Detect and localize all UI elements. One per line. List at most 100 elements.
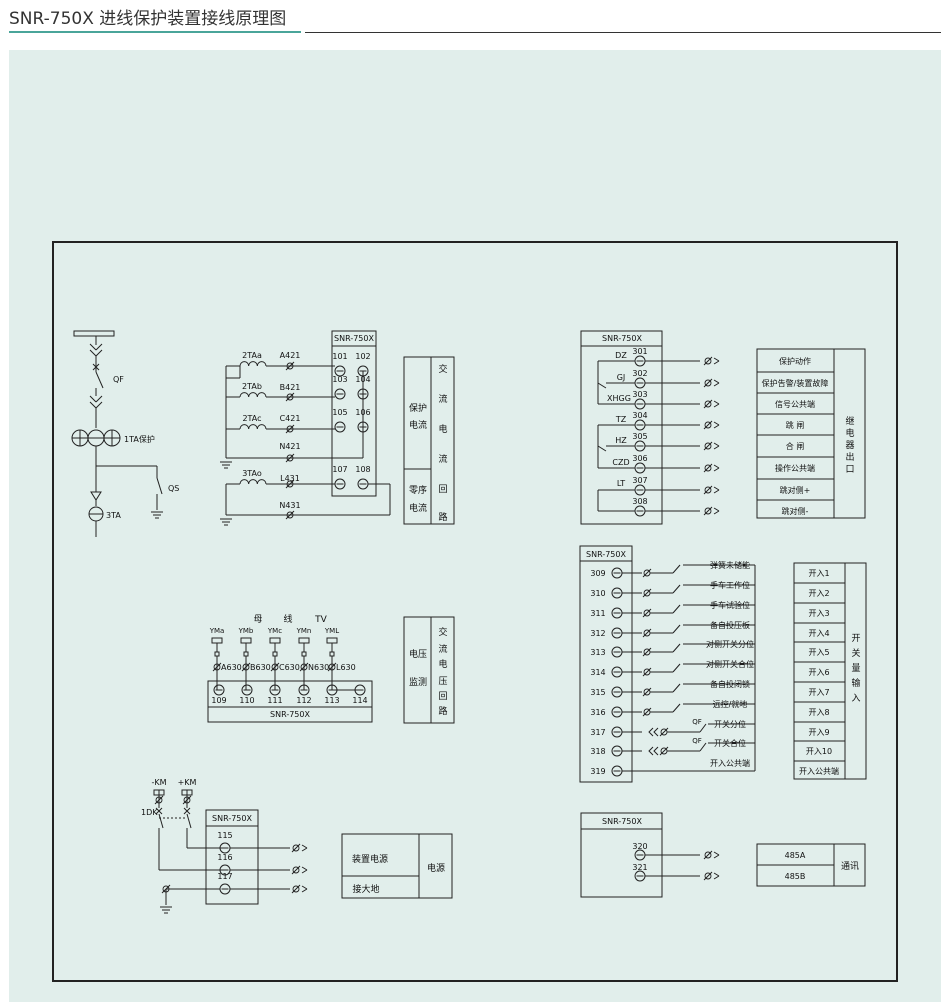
relay-output-label: 保护动作 [779, 356, 811, 366]
ac-vertical-label: 路 [438, 511, 447, 523]
connector-slash [285, 424, 295, 434]
connector-slash [642, 568, 652, 578]
input-label-box [793, 562, 867, 780]
relay-output-label: 跳 闸 [786, 420, 805, 430]
voltage-line-label: B630 [250, 663, 271, 672]
relay-terminal-number: 303 [632, 390, 647, 399]
fuse-icon [269, 637, 281, 644]
voltage-connector [213, 663, 221, 671]
arrow-head [713, 442, 720, 447]
relay-output-label: 合 闸 [786, 441, 805, 451]
fuse-icon [326, 637, 338, 644]
ac-terminal-number: 108 [355, 465, 370, 474]
input-terminal-number: 315 [590, 688, 605, 697]
ac-label-box [403, 356, 455, 525]
busbar [73, 330, 115, 337]
ac-device-name: SNR-750X [334, 334, 374, 343]
fuse-icon [301, 651, 307, 657]
voltage-monitor-label: 监测 [409, 676, 427, 688]
ac-vertical-label: 电 [438, 423, 447, 435]
ac-vertical-label: 交 [438, 363, 447, 375]
power-device-name: SNR-750X [212, 814, 252, 823]
connector-slash [285, 453, 295, 463]
plug-icon [648, 746, 659, 756]
power-terminal-number: 117 [217, 872, 232, 881]
voltage-monitor-label: 电压 [409, 648, 427, 660]
connector-slash [270, 662, 280, 672]
contact-label: HZ [615, 436, 627, 445]
arrow-head [713, 360, 720, 365]
ac-terminal-number: 103 [332, 375, 347, 384]
input-channel-label: 开入10 [806, 747, 832, 756]
comm-label: 485A [785, 851, 806, 860]
zero-seq-label: 零序 [409, 484, 427, 496]
power-label: 装置电源 [352, 853, 388, 865]
isolator-mark [95, 401, 103, 409]
input-blade [699, 723, 707, 733]
relay-output-label: 跳对侧- [782, 506, 809, 516]
ac-line-label: N431 [279, 501, 300, 510]
arrester-icon [90, 491, 102, 501]
input-blade [672, 564, 681, 574]
input-vertical-label: 入 [851, 693, 860, 704]
arrow-head [713, 854, 720, 859]
relay-vertical-label: 器 [845, 440, 854, 451]
ground-label: 接大地 [352, 883, 379, 895]
comm-terminal-number: 320 [632, 842, 647, 851]
relay-terminal-block [580, 330, 663, 525]
page-title: SNR-750X 进线保护装置接线原理图 [9, 9, 287, 29]
input-channel-label: 开入6 [808, 668, 829, 677]
input-device-name: SNR-750X [586, 550, 626, 559]
input-terminal-number: 318 [590, 747, 605, 756]
ct-coil [239, 392, 267, 398]
ac-terminal-number: 107 [332, 465, 347, 474]
isolator-mark [95, 349, 103, 357]
connector-slash [285, 361, 295, 371]
voltage-bus-name: YMn [296, 627, 312, 635]
contact-label: DZ [615, 351, 627, 360]
voltage-bus-name: YML [324, 627, 339, 635]
arrow-head [301, 869, 308, 874]
voltage-terminal [269, 684, 281, 696]
relay-terminal-number: 304 [632, 411, 647, 420]
ac-line-label: A421 [280, 351, 301, 360]
input-blade [672, 683, 681, 693]
relay-output [704, 507, 712, 515]
arrow-head [713, 467, 720, 472]
voltage-device-name: SNR-750X [270, 710, 310, 719]
voltage-terminal-number: 114 [352, 696, 367, 705]
relay-terminal-number: 305 [632, 432, 647, 441]
relay-label-box [756, 348, 866, 519]
ac-line-label: C421 [280, 414, 301, 423]
connector-slash [285, 479, 295, 489]
relay-vertical-label: 出 [845, 451, 854, 463]
arrow-head [713, 507, 720, 512]
input-channel-label: 开入8 [808, 708, 829, 717]
input-blade [699, 742, 707, 752]
connector-slash [299, 662, 309, 672]
km-label: -KM [151, 778, 166, 787]
ac-vertical-label: 流 [438, 453, 447, 465]
voltage-vertical-label: 流 [438, 643, 447, 655]
km-label: +KM [178, 778, 197, 787]
power-group-label: 电源 [427, 862, 445, 874]
arrow-head [713, 424, 720, 429]
voltage-terminal [298, 684, 310, 696]
ct-name: 2TAc [242, 414, 261, 423]
voltage-terminal [213, 684, 225, 696]
ta3-label: 3TA [106, 511, 121, 520]
connector-slash [659, 727, 669, 737]
voltage-terminal-block [207, 680, 373, 723]
relay-output-label: 跳对侧+ [780, 485, 811, 495]
connector-slash [212, 662, 222, 672]
arrow-head [713, 400, 720, 405]
arrow-head [713, 851, 720, 856]
diagram-frame [52, 241, 898, 982]
isolator-mark [95, 343, 103, 351]
input-blade [672, 584, 681, 594]
arrow-head [713, 486, 720, 491]
input-blade [672, 643, 681, 653]
voltage-vertical-label: 回 [438, 691, 447, 702]
contact-label: CZD [612, 458, 629, 467]
connector-slash [642, 687, 652, 697]
